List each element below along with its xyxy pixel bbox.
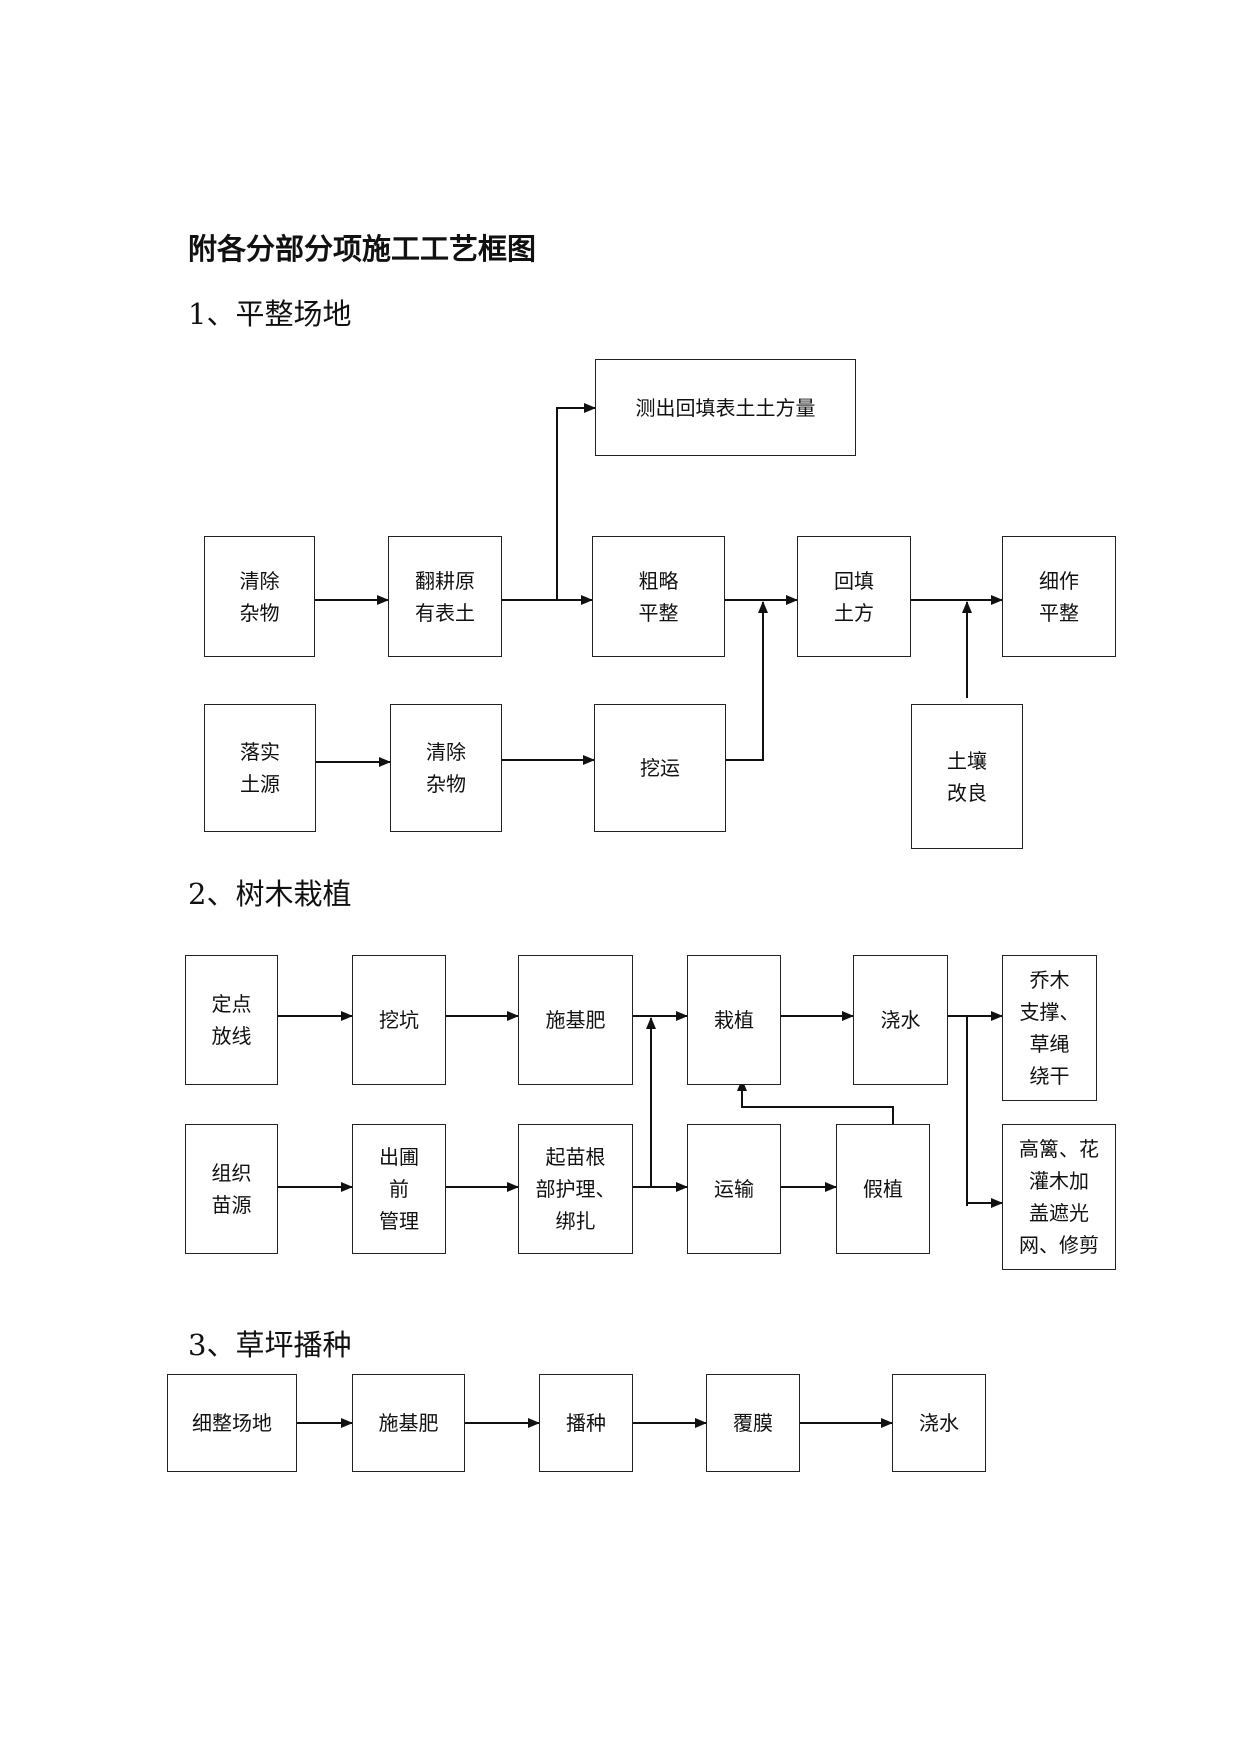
node-base-fertilizer: 施基肥 [518, 955, 633, 1085]
node-plant: 栽植 [687, 955, 781, 1085]
arrow-heelin-plant [737, 1079, 894, 1124]
node-plow-topsoil: 翻耕原 有表土 [388, 536, 502, 657]
node-soil-source: 落实 土源 [204, 704, 316, 832]
section-2-heading: 2、树木栽植 [188, 877, 352, 911]
section-1-heading: 1、平整场地 [188, 297, 352, 331]
node-heel-in: 假植 [836, 1124, 930, 1254]
node-fine-grade: 细整场地 [167, 1374, 297, 1472]
node-tree-support: 乔木 支撑、 草绳 绕干 [1002, 955, 1097, 1101]
node-lawn-water: 浇水 [892, 1374, 986, 1472]
node-shrub-shade: 高篱、花 灌木加 盖遮光 网、修剪 [1002, 1124, 1116, 1270]
node-water: 浇水 [853, 955, 948, 1085]
node-backfill: 回填 土方 [797, 536, 911, 657]
arrow-plow-measure [556, 403, 596, 600]
node-seedling-source: 组织 苗源 [185, 1124, 278, 1254]
arrow-dig-merge [726, 601, 768, 761]
section-3-heading: 3、草坪播种 [188, 1328, 352, 1362]
node-dig-transport: 挖运 [594, 704, 726, 832]
node-clear-debris-2: 清除 杂物 [390, 704, 502, 832]
node-root-care: 起苗根 部护理、 绑扎 [518, 1124, 633, 1254]
node-stake-out: 定点 放线 [185, 955, 278, 1085]
node-fine-level: 细作 平整 [1002, 536, 1116, 657]
page-title: 附各分部分项施工工艺框图 [188, 232, 537, 266]
node-sow: 播种 [539, 1374, 633, 1472]
node-rough-level: 粗略 平整 [592, 536, 725, 657]
node-dig-pit: 挖坑 [352, 955, 446, 1085]
node-clear-debris-1: 清除 杂物 [204, 536, 315, 657]
node-cover-film: 覆膜 [706, 1374, 800, 1472]
node-lawn-fertilizer: 施基肥 [352, 1374, 465, 1472]
node-transport: 运输 [687, 1124, 781, 1254]
node-soil-improve: 土壤 改良 [911, 704, 1023, 849]
node-pre-nursery: 出圃 前 管理 [352, 1124, 446, 1254]
node-measure-topsoil: 测出回填表土土方量 [595, 359, 856, 456]
